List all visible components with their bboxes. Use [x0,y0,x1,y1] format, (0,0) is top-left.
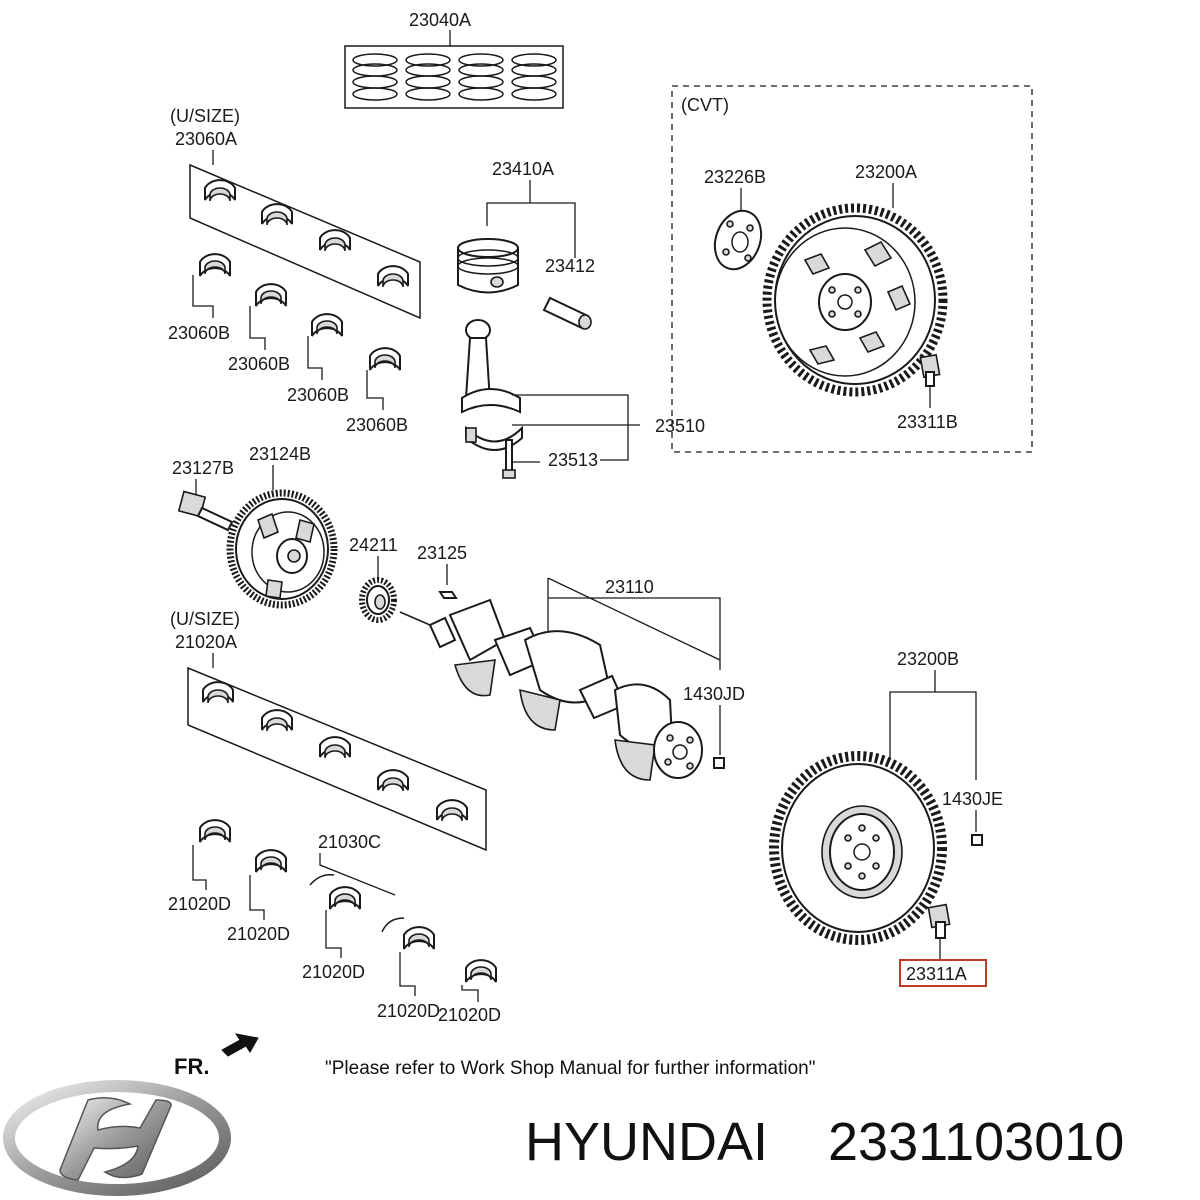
label-us-size-top: (U/SIZE) [170,106,240,126]
front-arrow-icon [221,1033,259,1057]
label-21020a: 21020A [175,632,237,652]
rod-bearings-group[interactable]: (U/SIZE) 21020A 21030C 21020D 21020D [168,609,501,1025]
label-23200a: 23200A [855,162,917,182]
piston-rings-box [344,45,564,109]
part-number: 2331103010 [828,1112,1124,1172]
label-23060b-3: 23060B [287,385,349,405]
label-23125: 23125 [417,543,467,563]
highlight-box-23311a [899,959,987,987]
label-23311a[interactable]: 23311A [906,964,967,984]
label-cvt: (CVT) [681,95,729,115]
label-23200b: 23200B [897,649,959,669]
label-21020d-2: 21020D [227,924,290,944]
conrod-bolt-icon [502,439,516,479]
label-23412: 23412 [545,256,595,276]
label-23410a: 23410A [492,159,554,179]
flywheel-group[interactable]: 23200B 1430JE 23311A [769,649,1003,987]
key-icon [438,591,458,599]
flywheel-bolt-icon [927,903,951,939]
footer-group: FR. "Please refer to Work Shop Manual fo… [174,1033,815,1079]
piston-conrod-group[interactable]: 23410A 23412 23510 23513 [457,159,705,479]
workshop-manual-note: "Please refer to Work Shop Manual for fu… [325,1058,815,1079]
rod-bearing-lower-icons [199,819,497,983]
label-23040a: 23040A [409,10,471,30]
connecting-rod-icon [461,319,523,451]
rod-bearing-shell-icons [202,681,468,822]
main-bearing-shell-icons [204,179,409,288]
piston-icon [457,238,519,294]
main-bearings-upper-group[interactable]: (U/SIZE) 23060A 23060B 23060B 23060B 230… [168,106,421,435]
label-21020d-1: 21020D [168,894,231,914]
dowel-pin-1430jd-icon [713,757,725,769]
damper-pulley-group[interactable]: 23127B 23124B [172,444,338,609]
damper-pulley-icon [226,489,338,609]
label-23060b-1: 23060B [168,323,230,343]
piston-pin-icon [542,296,592,330]
pulley-bolt-icon [177,490,234,532]
label-24211: 24211 [349,535,398,555]
dowel-pin-1430je-icon [971,834,983,846]
flywheel-icon [769,751,947,945]
front-marker-label: FR. [174,1054,209,1079]
thrust-washer-icons [309,873,405,933]
label-23060a: 23060A [175,129,237,149]
drive-plate-spacer-icon [713,209,763,271]
label-23127b: 23127B [172,458,234,478]
label-23124b: 23124B [249,444,311,464]
label-23513: 23513 [548,450,598,470]
piston-rings-group[interactable]: 23040A [344,10,564,109]
label-23226b: 23226B [704,167,766,187]
label-23110: 23110 [605,577,654,597]
cvt-drive-plate-group[interactable]: (CVT) 23226B 23200A [671,85,1033,453]
label-us-size-bottom: (U/SIZE) [170,609,240,629]
hyundai-logo-icon [3,1080,231,1196]
main-bearing-set-outline [189,163,421,320]
cvt-section-border [671,85,1033,453]
label-23510: 23510 [655,416,705,436]
label-21020d-3: 21020D [302,962,365,982]
label-23311b: 23311B [897,412,958,432]
label-21020d-5: 21020D [438,1005,501,1025]
label-1430jd: 1430JD [683,684,745,704]
main-bearing-lower-icons [199,253,401,371]
label-23060b-2: 23060B [228,354,290,374]
label-1430je: 1430JE [942,789,1003,809]
brand-name: HYUNDAI [525,1112,768,1172]
rod-bearing-set-outline [187,666,487,852]
drive-plate-icon [762,203,948,397]
label-21020d-4: 21020D [377,1001,440,1021]
label-23060b-4: 23060B [346,415,408,435]
drive-plate-bolt-icon [919,353,941,387]
label-21030c: 21030C [318,832,381,852]
crankshaft-icon [399,598,703,781]
brand-group: HYUNDAI 2331103010 [3,1080,1124,1196]
sprocket-icon [359,577,397,623]
crankshaft-group[interactable]: 24211 23125 23110 [349,535,745,781]
piston-rings-icon [352,53,557,101]
